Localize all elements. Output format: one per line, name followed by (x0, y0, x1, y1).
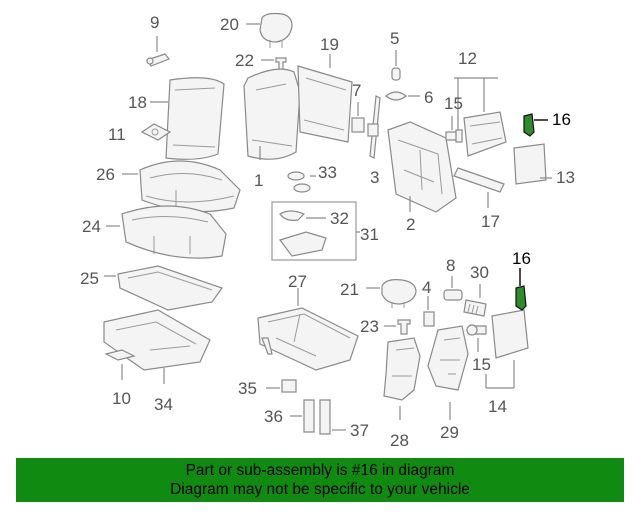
part-36-cover (290, 399, 315, 433)
callout-15-lower: 15 (472, 355, 491, 374)
banner-line-1: Part or sub-assembly is #16 in diagram (185, 462, 455, 479)
part-19-backboard (297, 54, 353, 143)
callout-22: 22 (235, 51, 254, 70)
part-5-clip (391, 50, 401, 81)
part-15-bolt-upper (445, 116, 463, 143)
part-25-frame-pad (104, 265, 223, 311)
part-11-bracket (140, 123, 172, 141)
callout-26: 26 (96, 165, 115, 184)
part-37-cover (319, 399, 346, 435)
callout-7: 7 (352, 81, 362, 100)
callout-25: 25 (80, 269, 99, 288)
part-15-bolt-lower (466, 324, 487, 352)
part-16-upper-highlighted (523, 113, 548, 137)
part-17-bar (453, 167, 505, 208)
part-9-clip (146, 36, 170, 67)
callout-32: 32 (330, 209, 349, 228)
part-33-clip (287, 171, 316, 193)
callout-13: 13 (556, 168, 575, 187)
callout-17: 17 (481, 212, 500, 231)
part-14-panel (485, 309, 529, 389)
callout-10: 10 (112, 389, 131, 408)
part-7-bracket (351, 102, 365, 133)
part-4-clip (423, 296, 435, 327)
part-10-bracket (104, 349, 136, 380)
part-27-seat-frame (257, 288, 359, 371)
callout-16-lower: 16 (512, 249, 531, 268)
part-1-seatback-assy (243, 68, 301, 160)
part-6-cap (385, 91, 420, 101)
callout-16-upper: 16 (552, 110, 571, 129)
callout-35: 35 (238, 379, 257, 398)
callout-3: 3 (370, 168, 380, 187)
part-18-seatback (150, 77, 225, 160)
callout-29: 29 (440, 423, 459, 442)
part-35-clip (266, 379, 297, 393)
callout-36: 36 (264, 407, 283, 426)
callout-28: 28 (390, 431, 409, 450)
callout-9: 9 (150, 13, 160, 32)
callout-19: 19 (320, 35, 339, 54)
part-12-panel (454, 77, 507, 157)
callout-31: 31 (360, 225, 379, 244)
callout-6: 6 (424, 88, 434, 107)
part-24-cushion-pad (106, 205, 227, 259)
callout-24: 24 (82, 217, 101, 236)
part-16-lower-highlighted (515, 268, 527, 311)
part-21-headrest (366, 279, 417, 308)
callout-34: 34 (154, 395, 173, 414)
callout-33: 33 (318, 163, 337, 182)
callout-2: 2 (406, 215, 416, 234)
part-2-frame (387, 121, 457, 213)
callout-37: 37 (350, 421, 369, 440)
callout-11: 11 (108, 125, 126, 144)
part-31-subassembly (271, 201, 360, 261)
callout-12: 12 (458, 49, 477, 68)
callout-27: 27 (288, 272, 307, 291)
part-28-bracket (383, 337, 421, 420)
part-20-headrest (246, 12, 293, 48)
callout-8: 8 (446, 256, 456, 275)
callout-1: 1 (254, 171, 264, 190)
callout-30: 30 (470, 263, 489, 282)
callout-23: 23 (360, 317, 379, 336)
callout-18: 18 (128, 93, 147, 112)
part-26-cushion-cover (122, 160, 241, 213)
callout-15-upper: 15 (444, 94, 463, 113)
callout-21: 21 (340, 280, 359, 299)
callout-14: 14 (488, 397, 507, 416)
part-13-plate (513, 143, 552, 185)
part-34-pan (103, 309, 211, 384)
part-23-guide (384, 319, 411, 335)
info-banner: Part or sub-assembly is #16 in diagram D… (16, 458, 624, 502)
callout-20: 20 (220, 15, 239, 34)
part-30-vent (463, 284, 487, 317)
parts-drawing (103, 12, 552, 435)
callout-5: 5 (390, 29, 400, 48)
part-8-cap (443, 276, 463, 301)
banner-line-2: Diagram may not be specific to your vehi… (170, 481, 470, 498)
callout-4: 4 (422, 278, 432, 297)
part-3-rod (367, 95, 381, 159)
part-29-hinge (427, 325, 469, 420)
parts-diagram: 9 20 22 19 5 12 18 7 6 15 16 11 33 26 1 … (80, 12, 575, 450)
